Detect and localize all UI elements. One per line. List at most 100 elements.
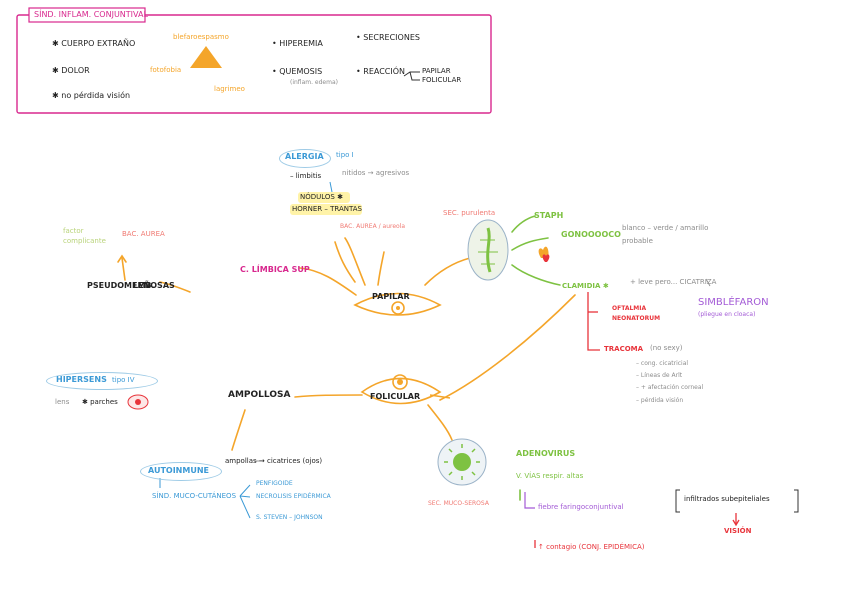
tracoma-item-4: – pérdida visión (636, 397, 684, 404)
branch-papilar-purulenta (424, 257, 471, 286)
alergia-title: ALERGIA (285, 152, 324, 161)
sind-title: SÍND. MUCO-CUTÁNEOS (152, 492, 237, 500)
sign-quemosis-note: (inflam. edema) (290, 79, 338, 86)
branch-staph (511, 215, 536, 233)
horner-highlight (290, 204, 362, 215)
branch-ampollosa-autoinmune (231, 409, 246, 451)
folicular-title: FOLICULAR (370, 392, 421, 401)
branch-papilar-bac (344, 237, 366, 286)
branch-pseudo-right (159, 281, 191, 293)
gono-desc-2: probable (622, 237, 653, 245)
alergia-type: tipo I (336, 151, 354, 159)
nitidos-text: nitidos → agresivos (342, 169, 410, 177)
infiltrados-text: infiltrados subepiteliales (684, 495, 770, 503)
triad-left: fotofobia (150, 66, 182, 74)
triad-right: lagrimeo (214, 85, 245, 93)
simble-desc: (pliegue en cloaca) (698, 311, 756, 318)
alergia-bubble (279, 149, 331, 168)
branch-folicular-clamidia (439, 294, 576, 401)
sind-item-steven: S. STEVEN – JOHNSON (256, 514, 323, 521)
pseudo-arrow-head (117, 254, 127, 263)
pseudo-lenosas: LEÑOSAS (133, 281, 175, 290)
sign-secreciones: • SECRECIONES (356, 33, 420, 42)
sind-item-penfigoide: PENFIGOIDE (256, 480, 293, 487)
bac-aurea-center: BAC. AUREA / aureola (340, 223, 406, 230)
gonococo-title: GONOOOOCO (561, 230, 621, 239)
tracoma-title: TRACOMA (604, 345, 644, 353)
vias-text: V. VÍAS respir. altas (516, 472, 584, 480)
pseudo-membranas: PSEUDOMEMB. (87, 281, 155, 290)
hipersens-bubble (46, 372, 158, 390)
limbitis-text: – limbitis (290, 172, 322, 180)
autoinmune-title: AUTOINMUNE (148, 466, 209, 475)
branch-papilar-alergia (377, 251, 385, 286)
ampollas-text: ampollas → cicatrices (ojos) (225, 457, 323, 465)
ampollosa-title: AMPOLLOSA (228, 390, 291, 400)
sind-brace (239, 484, 251, 519)
reaction-brace (403, 71, 420, 81)
folicular-brace (429, 394, 451, 399)
tracoma-item-3: – + afectación corneal (636, 384, 704, 391)
header-title: SÍND. INFLAM. CONJUNTIVAL (34, 10, 148, 19)
branch-gono (511, 237, 549, 251)
nodulos-highlight (298, 192, 350, 203)
tracoma-item-1: – cong. cicatricial (636, 360, 689, 367)
papilar-eye-icon (353, 292, 442, 316)
hipersens-type: tipo IV (112, 376, 135, 384)
vision-text: VISIÓN (724, 527, 752, 535)
simblefaron-title: SIMBLÉFARON (698, 297, 769, 308)
sind-item-necrolisis: NECROLISIS EPIDÉRMICA (256, 493, 331, 500)
hipersens-title: HIPERSENS (56, 375, 107, 384)
virus-icon (437, 438, 487, 486)
climbica-title: C. LÍMBICA SUP (240, 265, 310, 274)
branch-papilar-climbica (299, 267, 357, 296)
tracoma-item-2: – Líneas de Arlt (636, 372, 683, 379)
sign-reaccion: • REACCIÓN (356, 67, 406, 76)
folicular-eye-icon (360, 374, 442, 405)
parches-icon (127, 394, 149, 410)
branch-papilar-horner (334, 241, 356, 283)
header-title-box (28, 7, 146, 23)
cause-cuerpo: ✱ CUERPO EXTRAÑO (52, 39, 136, 48)
papilar-title: PAPILAR (372, 292, 410, 301)
autoinmune-bubble (140, 462, 222, 481)
staph-title: STAPH (534, 211, 564, 220)
branch-folicular-ampollosa (294, 394, 363, 398)
branch-folicular-adenovirus (427, 404, 453, 441)
branch-clamidia (511, 264, 561, 286)
reaction-folicular: FOLICULAR (422, 76, 462, 84)
triad-triangle (190, 46, 222, 68)
sec-purulenta: SEC. purulenta (443, 209, 496, 217)
heart-fire-icon (538, 246, 550, 262)
contagio-text: ↑ contagio (CONJ. EPIDÉMICA) (538, 543, 645, 551)
sign-quemosis: • QUEMOSIS (272, 67, 323, 76)
infiltrados-brackets (675, 489, 799, 513)
sign-hiperemia: • HIPEREMIA (272, 39, 323, 48)
sec-muco-serosa: SEC. MUCO-SEROSA (428, 500, 489, 507)
bac-aurea-left: BAC. AUREA (122, 230, 165, 238)
oftalmia-1: OFTALMIA (612, 305, 647, 312)
lens-text: lens (55, 398, 70, 406)
horner-text: HORNER – TRANTAS (292, 205, 362, 213)
bacteria-icon (467, 219, 509, 281)
clamidia-desc: + leve pero... CICATRIZA (630, 278, 717, 286)
gono-desc-1: blanco – verde / amarillo (622, 224, 709, 232)
adeno-purple-arrow (524, 492, 535, 509)
parches-text: ✱ parches (82, 398, 118, 406)
tracoma-note: (no sexy) (650, 344, 683, 352)
nodulos-text: NÓDULOS ✱ (300, 193, 343, 201)
cause-dolor: ✱ DOLOR (52, 66, 90, 75)
pseudo-arrow (121, 257, 126, 281)
alergia-arrow (329, 181, 333, 193)
factor-text-1: factor (63, 227, 84, 235)
cause-vision: ✱ no pérdida visión (52, 91, 131, 100)
factor-text-2: complicante (63, 237, 106, 245)
oftalmia-2: NEONATORUM (612, 315, 661, 322)
clamidia-down (587, 292, 600, 351)
cicatriza-arrow (705, 278, 711, 287)
reaction-papilar: PAPILAR (422, 67, 451, 75)
vision-arrow-head (732, 519, 740, 527)
header-box (16, 14, 492, 114)
adenovirus-title: ADENOVIRUS (516, 449, 576, 458)
